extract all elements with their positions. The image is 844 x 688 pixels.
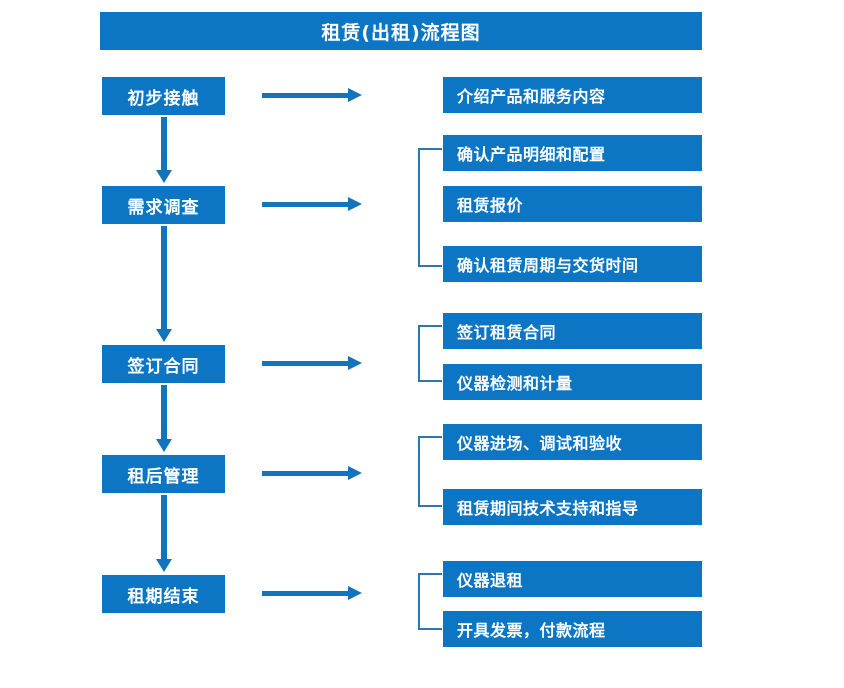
horizontal-arrow-5 bbox=[262, 586, 362, 600]
detail-box-4[interactable]: 确认租赁周期与交货时间 bbox=[443, 246, 702, 282]
flowchart-title: 租赁(出租)流程图 bbox=[100, 12, 702, 50]
horizontal-arrow-4 bbox=[262, 466, 362, 480]
arrow-shaft bbox=[262, 93, 350, 98]
stage-box-2[interactable]: 需求调查 bbox=[102, 186, 225, 224]
detail-box-1[interactable]: 介绍产品和服务内容 bbox=[443, 77, 702, 113]
group-bracket-2 bbox=[418, 148, 442, 267]
vertical-arrow-2 bbox=[156, 226, 172, 342]
group-bracket-5 bbox=[418, 573, 442, 630]
arrow-shaft bbox=[262, 471, 350, 476]
arrow-head-right-icon bbox=[348, 356, 362, 370]
arrow-head-down-icon bbox=[156, 170, 172, 183]
vertical-arrow-1 bbox=[156, 117, 172, 183]
arrow-shaft bbox=[262, 202, 350, 207]
arrow-head-right-icon bbox=[348, 586, 362, 600]
detail-box-10[interactable]: 开具发票，付款流程 bbox=[443, 611, 702, 647]
arrow-head-right-icon bbox=[348, 88, 362, 102]
detail-box-5[interactable]: 签订租赁合同 bbox=[443, 313, 702, 349]
stage-box-1[interactable]: 初步接触 bbox=[102, 77, 225, 115]
arrow-shaft bbox=[161, 385, 167, 439]
group-bracket-4 bbox=[418, 436, 442, 507]
stage-box-3[interactable]: 签订合同 bbox=[102, 345, 225, 383]
detail-box-6[interactable]: 仪器检测和计量 bbox=[443, 364, 702, 400]
arrow-head-right-icon bbox=[348, 197, 362, 211]
horizontal-arrow-3 bbox=[262, 356, 362, 370]
arrow-head-down-icon bbox=[156, 439, 172, 452]
stage-box-4[interactable]: 租后管理 bbox=[102, 455, 225, 493]
arrow-shaft bbox=[262, 361, 350, 366]
horizontal-arrow-2 bbox=[262, 197, 362, 211]
detail-box-9[interactable]: 仪器退租 bbox=[443, 561, 702, 597]
arrow-shaft bbox=[262, 591, 350, 596]
vertical-arrow-4 bbox=[156, 495, 172, 572]
detail-box-8[interactable]: 租赁期间技术支持和指导 bbox=[443, 489, 702, 525]
arrow-shaft bbox=[161, 117, 167, 170]
arrow-shaft bbox=[161, 495, 167, 559]
arrow-head-down-icon bbox=[156, 329, 172, 342]
group-bracket-3 bbox=[418, 325, 442, 382]
detail-box-3[interactable]: 租赁报价 bbox=[443, 186, 702, 222]
detail-box-2[interactable]: 确认产品明细和配置 bbox=[443, 135, 702, 171]
vertical-arrow-3 bbox=[156, 385, 172, 452]
stage-box-5[interactable]: 租期结束 bbox=[102, 575, 225, 613]
arrow-head-down-icon bbox=[156, 559, 172, 572]
arrow-head-right-icon bbox=[348, 466, 362, 480]
arrow-shaft bbox=[161, 226, 167, 329]
detail-box-7[interactable]: 仪器进场、调试和验收 bbox=[443, 424, 702, 460]
horizontal-arrow-1 bbox=[262, 88, 362, 102]
